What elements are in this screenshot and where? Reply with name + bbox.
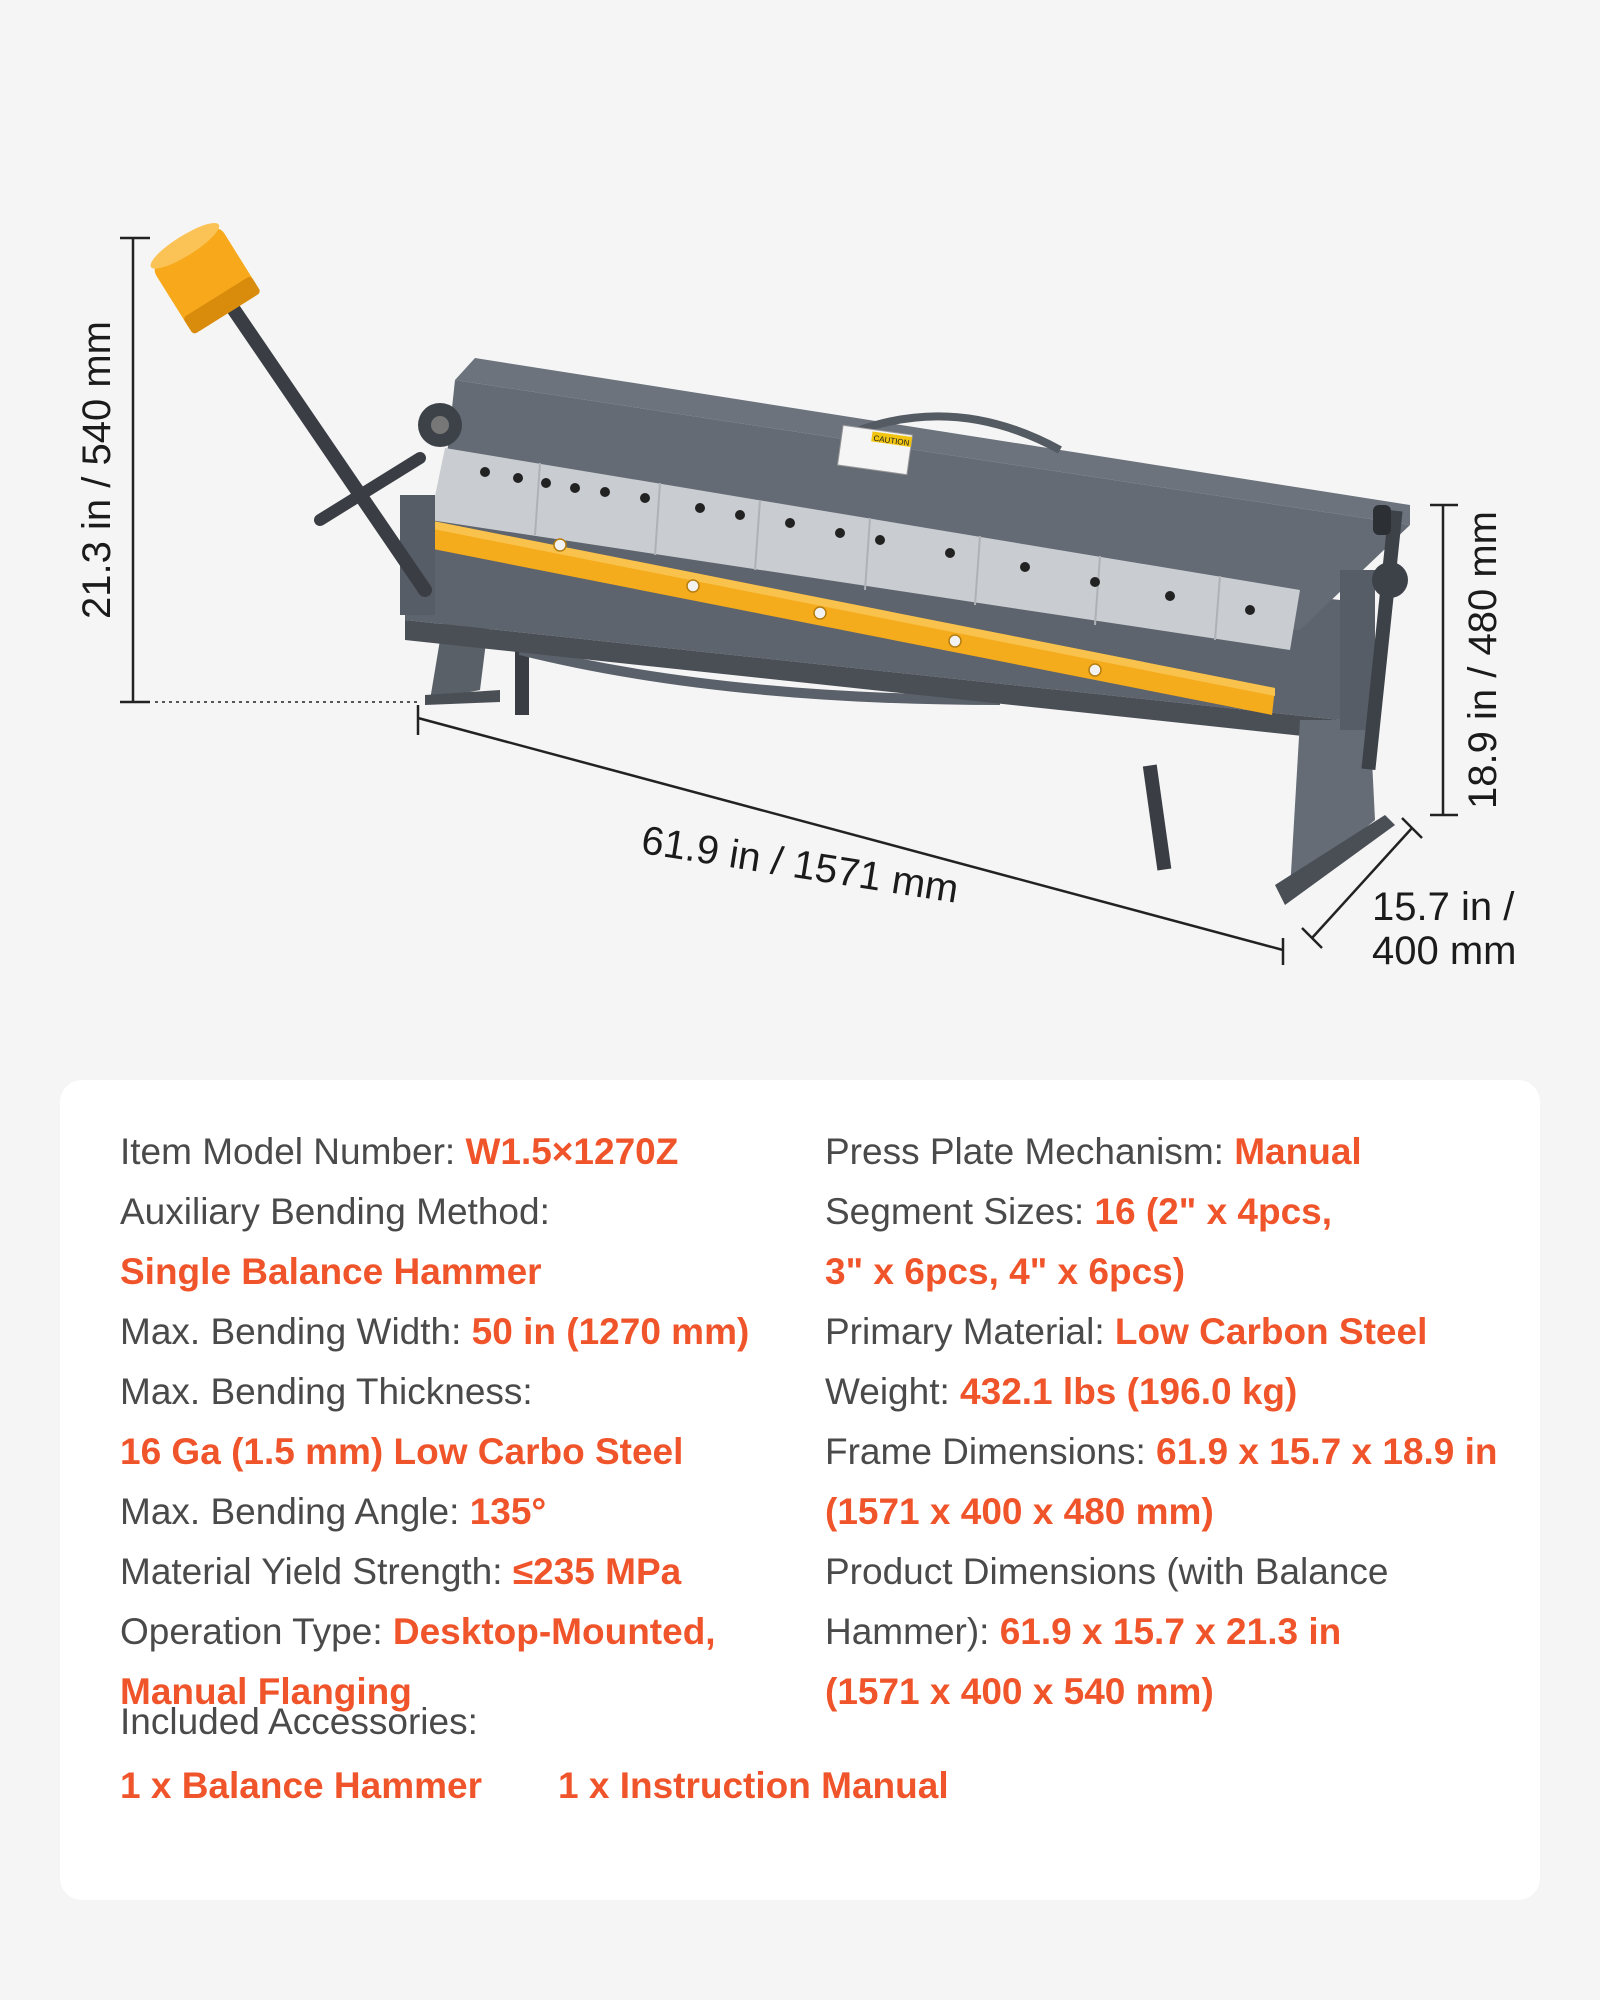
spec-model: Item Model Number: W1.5×1270Z [120,1122,800,1182]
spec-model-value: W1.5×1270Z [465,1131,679,1172]
accessories-section: Included Accessories: 1 x Balance Hammer… [120,1690,949,1818]
spec-thickness-value: 16 Ga (1.5 mm) Low Carbo Steel [120,1431,684,1472]
spec-angle-value: 135° [469,1491,547,1532]
accessory-instruction-manual: 1 x Instruction Manual [557,1765,949,1806]
spec-operation: Operation Type: Desktop-Mounted, [120,1602,800,1662]
dimension-total-height: 21.3 in / 540 mm [75,321,119,619]
spec-frame-value-1: 61.9 x 15.7 x 18.9 in [1156,1431,1498,1472]
spec-product-value-1: 61.9 x 15.7 x 21.3 in [999,1611,1342,1652]
spec-frame-value-2: (1571 x 400 x 480 mm) [825,1491,1214,1532]
spec-operation-value-1: Desktop-Mounted, [392,1611,716,1652]
spec-yield-value: ≤235 MPa [512,1551,682,1592]
spec-yield-label: Material Yield Strength: [120,1551,513,1592]
spec-product-label-1: Product Dimensions (with Balance [825,1551,1389,1592]
spec-model-label: Item Model Number: [120,1131,466,1172]
accessory-balance-hammer: 1 x Balance Hammer [120,1765,482,1806]
blade-segments [534,462,1221,641]
spec-press-value: Manual [1234,1131,1362,1172]
spec-segment-label: Segment Sizes: [825,1191,1095,1232]
dimension-lines [120,236,1458,965]
spec-product: Hammer): 61.9 x 15.7 x 21.3 in [825,1602,1525,1662]
dimension-depth: 15.7 in / 400 mm [1372,885,1532,973]
front-legs [1142,720,1395,905]
dimension-depth-line2: 400 mm [1372,929,1517,973]
spec-segment-value-2: 3" x 6pcs, 4" x 6pcs) [825,1251,1186,1292]
spec-thickness-label: Max. Bending Thickness: [120,1371,533,1412]
spec-segment-value-1: 16 (2" x 4pcs, [1094,1191,1333,1232]
spec-product-value-2: (1571 x 400 x 540 mm) [825,1671,1214,1712]
dimension-depth-line1: 15.7 in / [1372,885,1515,929]
spec-aux-label: Auxiliary Bending Method: [120,1191,550,1232]
spec-width-value: 50 in (1270 mm) [471,1311,750,1352]
spec-operation-value-2: Manual Flanging [120,1671,412,1712]
accessories-list: 1 x Balance Hammer 1 x Instruction Manua… [120,1754,949,1818]
sheet-metal-brake-machine: CAUTION [120,222,1458,965]
spec-yield: Material Yield Strength: ≤235 MPa [120,1542,800,1602]
spec-card: Item Model Number: W1.5×1270Z Auxiliary … [60,1080,1540,1900]
spec-width-label: Max. Bending Width: [120,1311,472,1352]
spec-column-left: Item Model Number: W1.5×1270Z Auxiliary … [120,1122,800,1722]
dimension-frame-height: 18.9 in / 480 mm [1461,511,1505,809]
spec-angle: Max. Bending Angle: 135° [120,1482,800,1542]
blade-bolts [480,467,1255,615]
spec-weight: Weight: 432.1 lbs (196.0 kg) [825,1362,1525,1422]
spec-press-label: Press Plate Mechanism: [825,1131,1235,1172]
spec-width: Max. Bending Width: 50 in (1270 mm) [120,1302,800,1362]
spec-press: Press Plate Mechanism: Manual [825,1122,1525,1182]
spec-material: Primary Material: Low Carbon Steel [825,1302,1525,1362]
upper-beam [455,358,1410,525]
spec-aux-value: Single Balance Hammer [120,1251,542,1292]
spec-weight-label: Weight: [825,1371,961,1412]
accessories-label: Included Accessories: [120,1701,478,1742]
spec-segment: Segment Sizes: 16 (2" x 4pcs, [825,1182,1525,1242]
right-side-plate [1340,505,1408,771]
product-illustration: CAUTION 21.3 in / 540 mm 18.9 in / 4 [75,222,1532,973]
spec-material-label: Primary Material: [825,1311,1115,1352]
spec-material-value: Low Carbon Steel [1114,1311,1428,1352]
spec-angle-label: Max. Bending Angle: [120,1491,470,1532]
spec-frame: Frame Dimensions: 61.9 x 15.7 x 18.9 in [825,1422,1525,1482]
balance-hammer [150,222,432,597]
spec-weight-value: 432.1 lbs (196.0 kg) [960,1371,1298,1412]
spec-operation-label: Operation Type: [120,1611,393,1652]
spec-frame-label: Frame Dimensions: [825,1431,1157,1472]
spec-column-right: Press Plate Mechanism: Manual Segment Si… [825,1122,1525,1722]
spec-product-label-2: Hammer): [825,1611,1000,1652]
caution-label: CAUTION [836,424,914,476]
